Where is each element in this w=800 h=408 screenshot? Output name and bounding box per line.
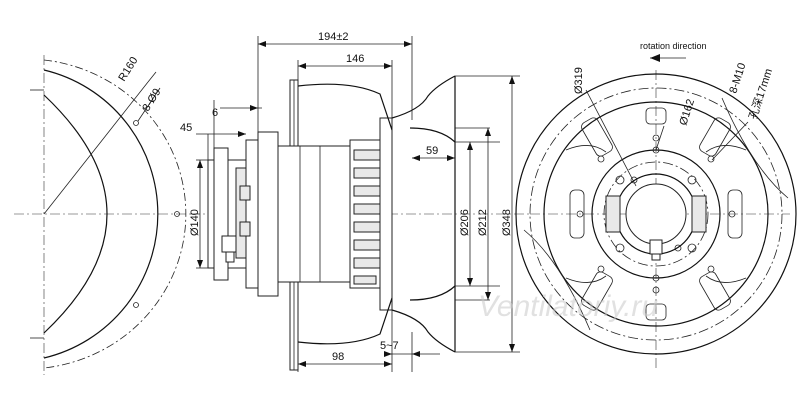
dim-d162: Ø162: [677, 98, 697, 127]
dim-d348: Ø348: [501, 209, 513, 236]
left-side-view: R160 8-Ø9: [14, 55, 200, 375]
blade-slots: [523, 97, 789, 331]
motor-fins: [349, 139, 381, 289]
watermark: Ventilatoriy.ru: [478, 290, 658, 323]
dim-d206: Ø206: [459, 209, 471, 236]
front-view: rotation direction Ø319 Ø162 8-M10 孔深17m…: [515, 41, 797, 370]
dim-6: 6: [212, 107, 218, 119]
dim-d319: Ø319: [573, 67, 585, 94]
label-rotation-direction: rotation direction: [640, 41, 707, 51]
dim-holes-8x9: 8-Ø9: [140, 86, 163, 113]
dim-depth: 孔深17mm: [746, 67, 775, 121]
dim-d140: Ø140: [189, 209, 201, 236]
dim-5-7: 5~7: [380, 340, 399, 352]
dim-146: 146: [346, 53, 364, 65]
dim-59: 59: [426, 145, 438, 157]
dim-45: 45: [180, 122, 192, 134]
dim-194: 194±2: [318, 31, 349, 43]
side-section-view: 194±2 146 6 45 Ø140 59 Ø206: [180, 31, 530, 372]
dim-98: 98: [332, 351, 344, 363]
dim-d212: Ø212: [477, 209, 489, 236]
dim-m10: 8-M10: [727, 62, 748, 95]
dim-r160: R160: [116, 55, 140, 84]
